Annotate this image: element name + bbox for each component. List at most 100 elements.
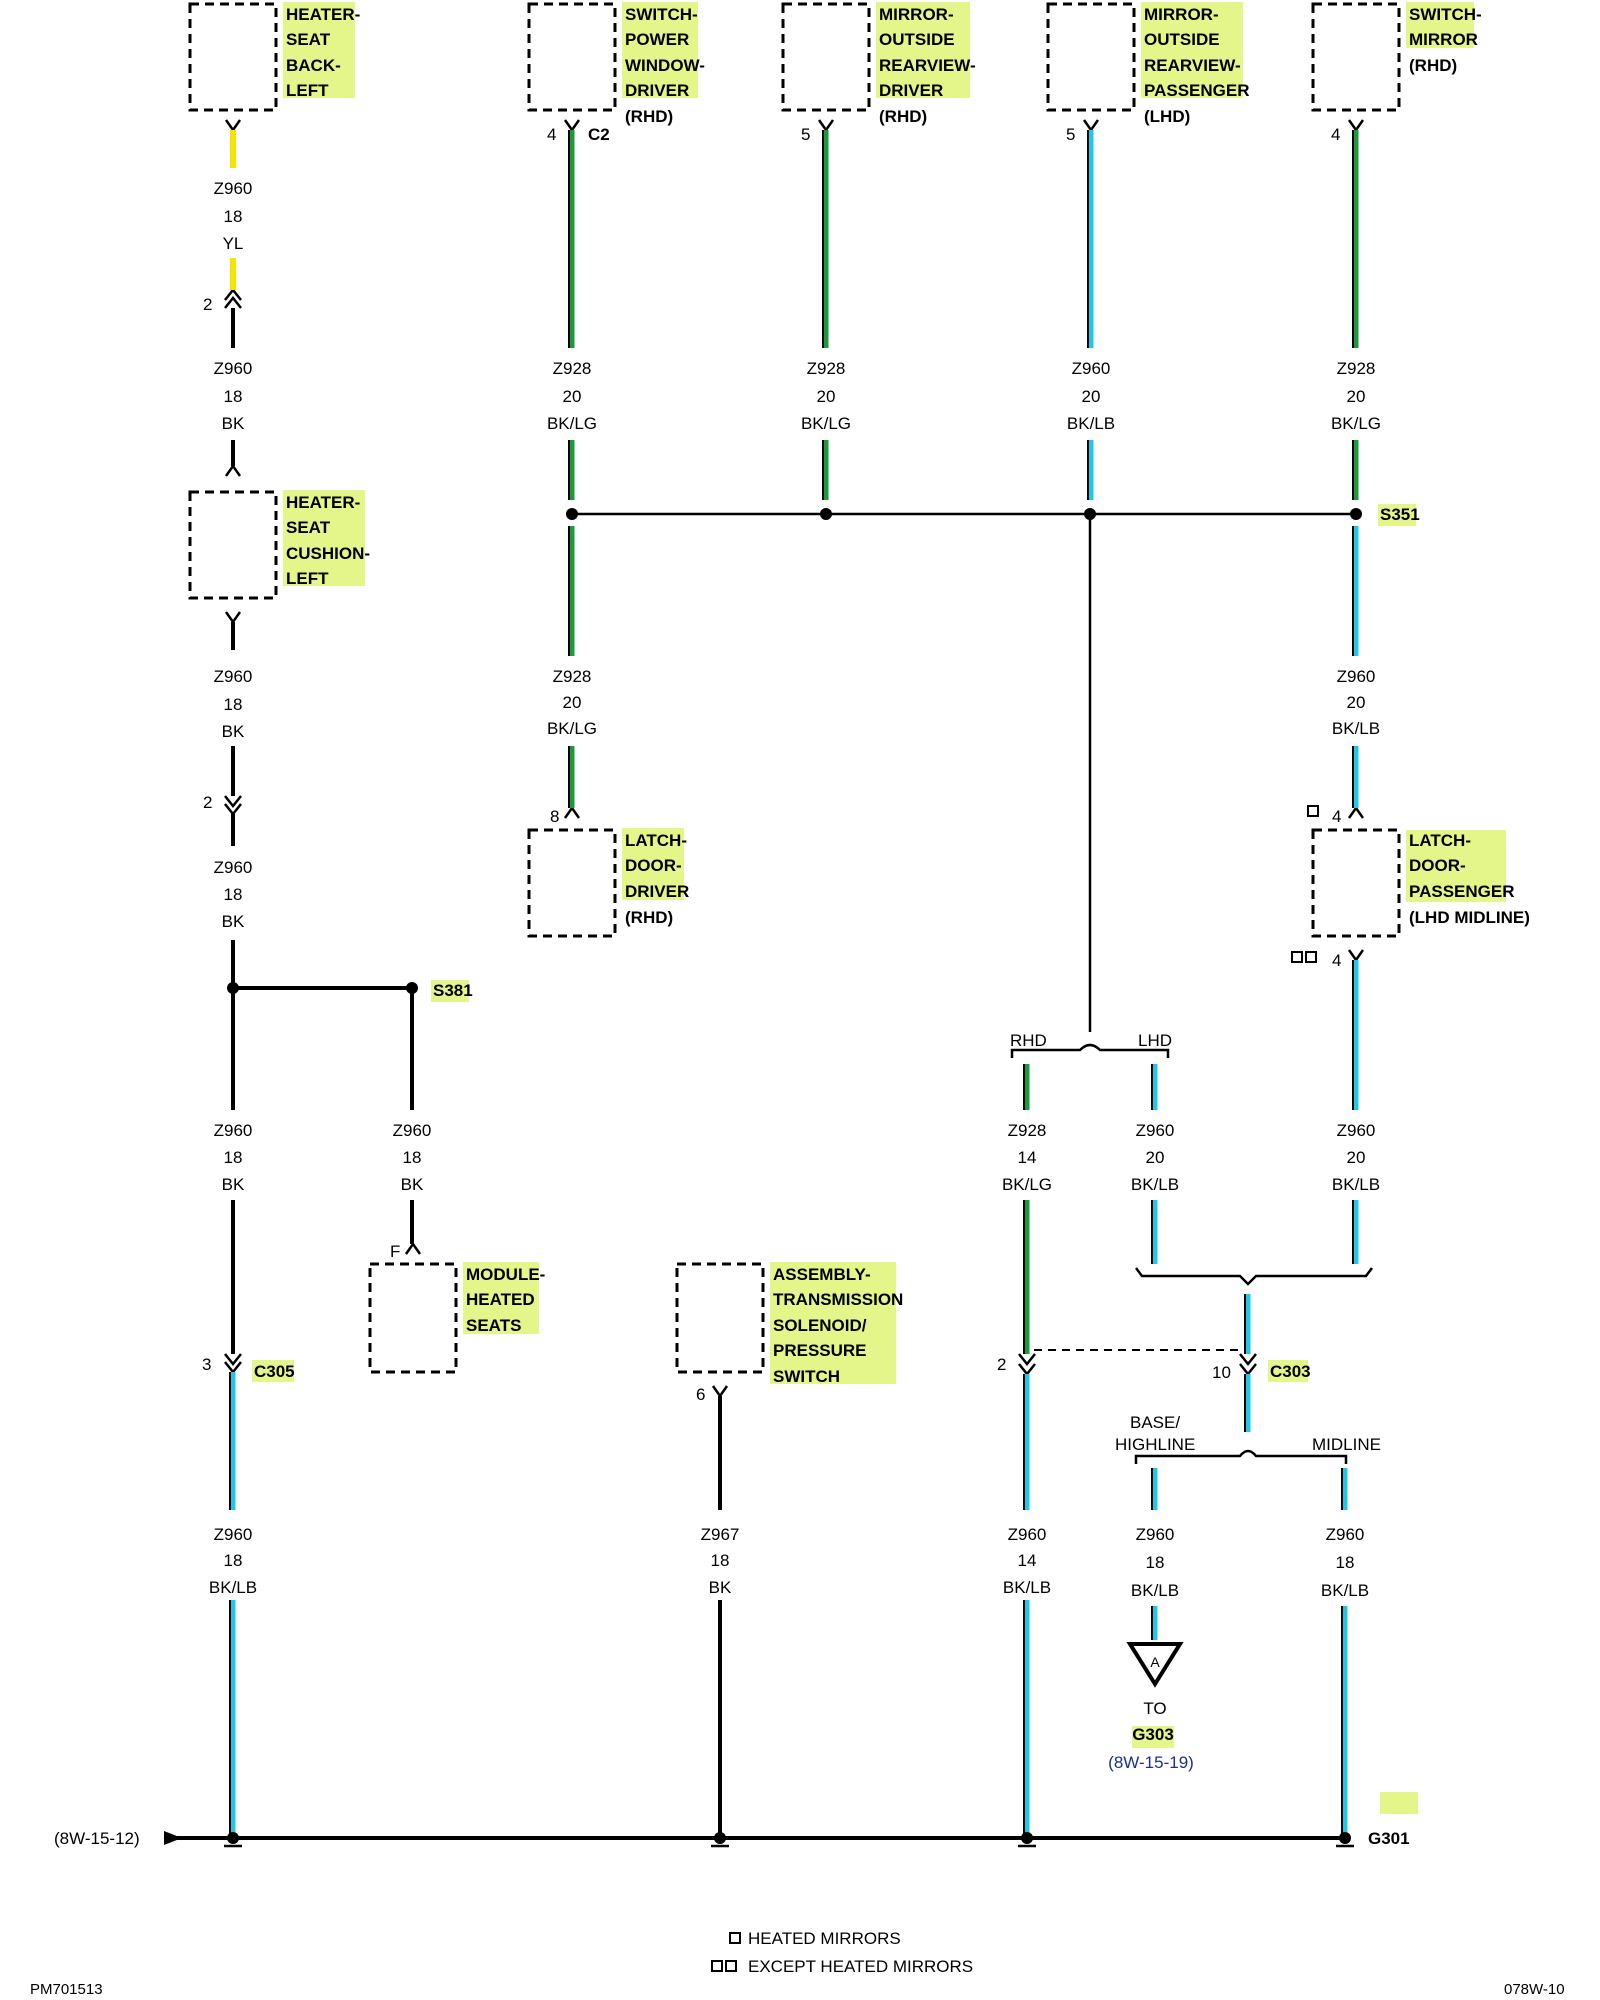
- wire-label: BK/LG: [1331, 414, 1381, 433]
- ground-g301-label: G301: [1368, 1829, 1410, 1848]
- wire-label: Z960: [1008, 1525, 1047, 1544]
- wire-label: BK/LG: [547, 719, 597, 738]
- wire-label: BK/LB: [1332, 719, 1380, 738]
- wire-label: Z960: [214, 667, 253, 686]
- wire-label: Z928: [807, 359, 846, 378]
- switch-mirror-label-2: MIRROR: [1409, 30, 1478, 49]
- s351-dot-4: [1350, 508, 1362, 520]
- wire-label: Z960: [1072, 359, 1111, 378]
- wire-label: Z960: [214, 179, 253, 198]
- ground-ref-name: G303: [1132, 1725, 1174, 1744]
- heater-cushion-label-3: CUSHION-: [286, 544, 370, 563]
- pin-number: F: [390, 1242, 400, 1261]
- heater-seat-back-box: [188, 2, 278, 112]
- branch-base-label-2: HIGHLINE: [1115, 1435, 1195, 1454]
- ground-ref-to: TO: [1143, 1699, 1166, 1718]
- wire-label: Z960: [214, 1525, 253, 1544]
- wire-label: BK/LB: [1321, 1581, 1369, 1600]
- pin-numbers: 2 2 4 C2 5 5 4 8 4 4 F 3 6 2 10: [202, 125, 1341, 1404]
- pin-number: 5: [1066, 125, 1075, 144]
- latch-driver-label-3: DRIVER: [625, 882, 689, 901]
- wire-label: BK: [222, 722, 245, 741]
- wire-label: BK/LB: [1131, 1581, 1179, 1600]
- wire-label: 14: [1018, 1551, 1037, 1570]
- splice-connector-names: S351 S381 C305 C303: [254, 505, 1420, 1381]
- wire-label: 18: [224, 387, 243, 406]
- wire-label: YL: [223, 234, 244, 253]
- branch-midline-label: MIDLINE: [1312, 1435, 1381, 1454]
- pin-number: 10: [1212, 1363, 1231, 1382]
- switch-window-label-1: SWITCH-: [625, 5, 698, 24]
- trans-label-4: PRESSURE: [773, 1341, 867, 1360]
- mirror-passenger-label-4: PASSENGER: [1144, 81, 1250, 100]
- latch-driver-label-2: DOOR-: [625, 856, 682, 875]
- latch-door-passenger-box: [1311, 828, 1401, 938]
- wires: [164, 130, 1373, 1840]
- label-highlights: [252, 2, 1506, 1814]
- wire-label: 18: [224, 695, 243, 714]
- ground-eyelets: [164, 1831, 1354, 1848]
- wire-label: 20: [563, 693, 582, 712]
- switch-mirror-note: (RHD): [1409, 56, 1457, 75]
- mirror-passenger-note: (LHD): [1144, 107, 1190, 126]
- splice-s351-label: S351: [1380, 505, 1420, 524]
- ground-ref-page-link[interactable]: (8W-15-19): [1108, 1753, 1194, 1772]
- legend-heated: HEATED MIRRORS: [748, 1929, 901, 1948]
- switch-window-label-2: POWER: [625, 30, 689, 49]
- wire-label: Z928: [553, 667, 592, 686]
- wire-label: BK: [222, 414, 245, 433]
- wire-label: BK: [709, 1578, 732, 1597]
- mirror-passenger-label-3: REARVIEW-: [1144, 56, 1241, 75]
- latch-driver-note: (RHD): [625, 908, 673, 927]
- ground-bus-from-ref[interactable]: (8W-15-12): [54, 1829, 140, 1848]
- wire-label: 18: [224, 1148, 243, 1167]
- wire-label: 20: [1347, 387, 1366, 406]
- wire-label: Z928: [1337, 359, 1376, 378]
- splice-s381-label: S381: [433, 981, 473, 1000]
- branch-lhd-label: LHD: [1138, 1031, 1172, 1050]
- wire-label: Z928: [553, 359, 592, 378]
- pin-number: 2: [997, 1355, 1006, 1374]
- footer-right-code: 078W-10: [1504, 1981, 1565, 1998]
- connector-symbols: [224, 119, 1365, 1399]
- wire-label: Z960: [1136, 1525, 1175, 1544]
- connector-label-c2: C2: [588, 125, 610, 144]
- heater-seat-back-label-4: LEFT: [286, 81, 329, 100]
- heater-cushion-label-2: SEAT: [286, 518, 331, 537]
- mirror-driver-label-3: REARVIEW-: [879, 56, 976, 75]
- s381-dot: [406, 982, 418, 994]
- latch-passenger-label-2: DOOR-: [1409, 856, 1466, 875]
- wire-label: BK: [222, 1175, 245, 1194]
- mirror-driver-box: [781, 2, 871, 112]
- ground-ref-triangle: [1126, 1642, 1184, 1688]
- wire-label: 20: [817, 387, 836, 406]
- wire-label: Z960: [1337, 667, 1376, 686]
- trans-label-2: TRANSMISSION: [773, 1290, 903, 1309]
- wire-label: 20: [1146, 1148, 1165, 1167]
- pin-number: 4: [1332, 951, 1341, 970]
- mirror-driver-label-1: MIRROR-: [879, 5, 954, 24]
- trans-label-1: ASSEMBLY-: [773, 1265, 871, 1284]
- mirror-passenger-box: [1046, 2, 1136, 112]
- wire-label: 14: [1018, 1148, 1037, 1167]
- pin-number: 5: [801, 125, 810, 144]
- wire-label: Z960: [1326, 1525, 1365, 1544]
- mirror-passenger-label-2: OUTSIDE: [1144, 30, 1220, 49]
- switch-mirror-label-1: SWITCH-: [1409, 5, 1482, 24]
- s351-dot-2: [820, 508, 832, 520]
- connector-c303-label: C303: [1270, 1362, 1311, 1381]
- wire-label: BK/LB: [209, 1578, 257, 1597]
- wire-label: Z960: [214, 1121, 253, 1140]
- mirror-driver-label-4: DRIVER: [879, 81, 943, 100]
- footer-left-code: PM701513: [30, 1981, 103, 1998]
- wire-label: 20: [563, 387, 582, 406]
- branch-labels: RHD LHD BASE/ HIGHLINE MIDLINE: [1010, 1031, 1381, 1454]
- pin-number: 4: [547, 125, 556, 144]
- module-label-2: HEATED: [466, 1290, 535, 1309]
- legend-symbols: [711, 805, 1319, 1972]
- mirror-driver-label-2: OUTSIDE: [879, 30, 955, 49]
- wire-label: BK/LG: [547, 414, 597, 433]
- s351-dot-1: [566, 508, 578, 520]
- wire-label: 20: [1082, 387, 1101, 406]
- wire-label: 18: [711, 1551, 730, 1570]
